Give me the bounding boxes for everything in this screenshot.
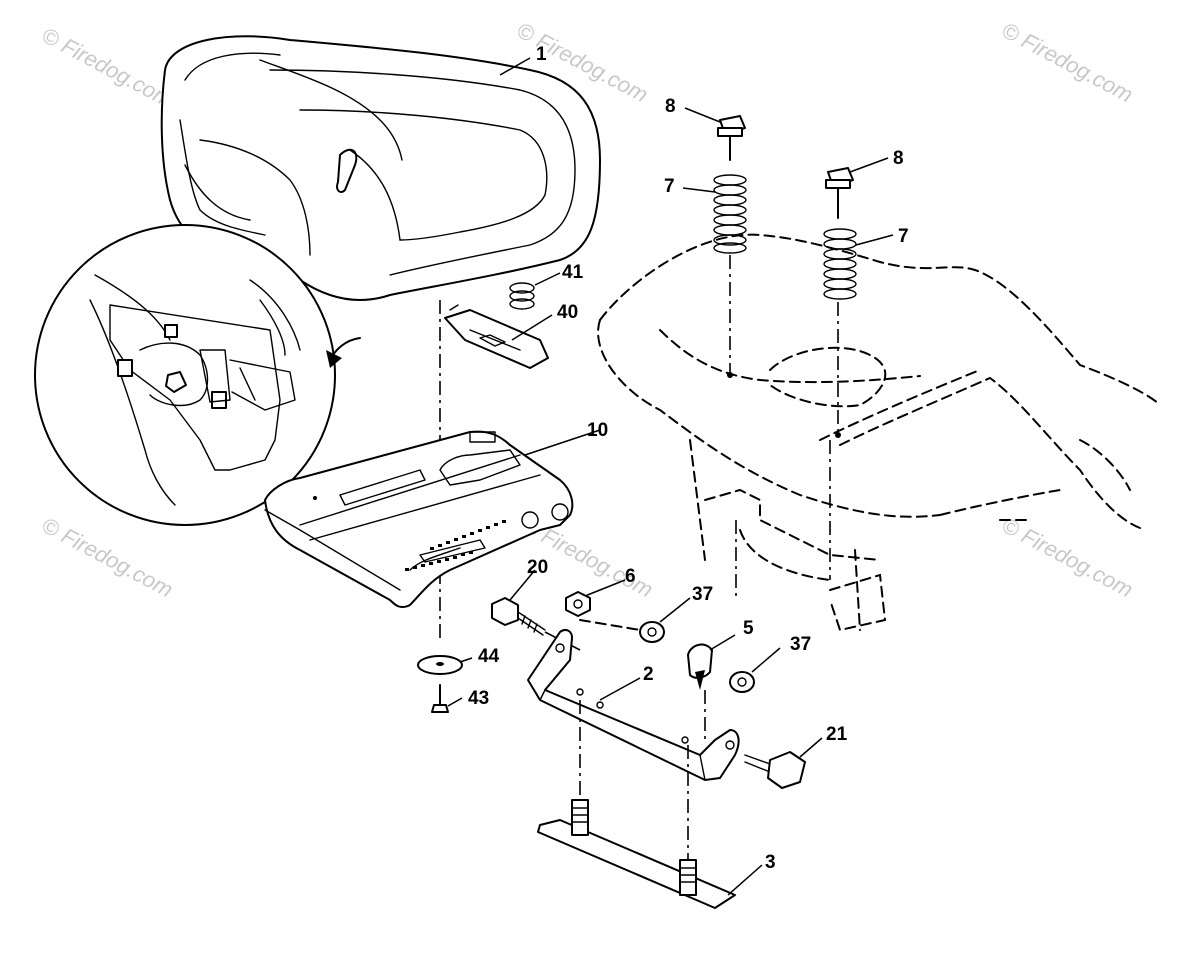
watermark-top-right: © Firedog.com	[998, 17, 1137, 107]
callout-10: 10	[587, 420, 608, 441]
spring-bolt-assembly-left	[713, 115, 747, 378]
callout-5: 5	[743, 618, 754, 639]
callout-8-left: 8	[665, 96, 676, 117]
latch-40	[444, 304, 549, 369]
washer-44	[417, 655, 463, 675]
callout-37-right: 37	[790, 634, 811, 655]
bracket-2	[527, 619, 740, 860]
callout-43: 43	[468, 688, 489, 709]
watermark-mid-right: © Firedog.com	[998, 512, 1137, 602]
callout-21: 21	[826, 724, 848, 745]
callout-20: 20	[527, 557, 548, 578]
callout-1: 1	[536, 44, 547, 65]
seat	[160, 35, 601, 640]
watermark-top-left: © Firedog.com	[38, 22, 177, 112]
callout-40: 40	[557, 302, 578, 323]
bolt-20	[491, 597, 581, 651]
watermark-mid-left: © Firedog.com	[38, 512, 177, 602]
callout-7-left: 7	[664, 176, 675, 197]
seat-pan	[264, 430, 574, 609]
nut-37-right	[729, 671, 755, 693]
callout-8-right: 8	[893, 148, 904, 169]
spring-41	[509, 282, 535, 310]
bolt-43	[431, 684, 449, 713]
spring-bolt-assembly-right	[823, 167, 857, 438]
callout-6: 6	[625, 566, 636, 587]
callouts: 1 8 8 7 7 41 40 10 20 6 37 5 37 44 43 2 …	[468, 44, 909, 873]
nut-6	[565, 591, 591, 617]
callout-41: 41	[562, 262, 584, 283]
detail-inset	[34, 224, 361, 526]
nut-37-left	[639, 621, 665, 643]
fender-outline	[597, 233, 1161, 632]
plate-3	[537, 799, 736, 909]
bolt-21	[744, 751, 806, 789]
callout-37-left: 37	[692, 584, 713, 605]
clip-5	[687, 643, 713, 740]
callout-7-right: 7	[898, 226, 909, 247]
callout-2: 2	[643, 664, 654, 685]
leader-lines	[447, 57, 894, 896]
callout-3: 3	[765, 852, 776, 873]
callout-44: 44	[478, 646, 500, 667]
